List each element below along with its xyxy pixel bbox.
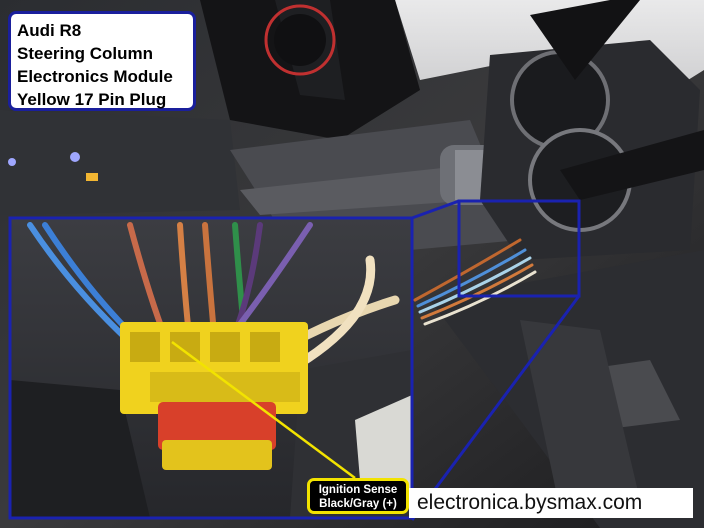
title-line-module: Electronics Module bbox=[17, 67, 173, 86]
source-watermark: electronica.bysmax.com bbox=[409, 488, 693, 518]
title-line-component: Steering Column bbox=[17, 44, 154, 63]
callout-line-wire-color: Black/Gray (+) bbox=[319, 498, 397, 510]
ignition-sense-callout: Ignition Sense Black/Gray (+) bbox=[307, 478, 409, 514]
callout-line-signal: Ignition Sense bbox=[318, 484, 398, 496]
title-line-model: Audi R8 bbox=[17, 21, 82, 40]
title-label-box: Audi R8 Steering Column Electronics Modu… bbox=[8, 11, 196, 111]
title-line-plug: Yellow 17 Pin Plug bbox=[17, 90, 167, 109]
